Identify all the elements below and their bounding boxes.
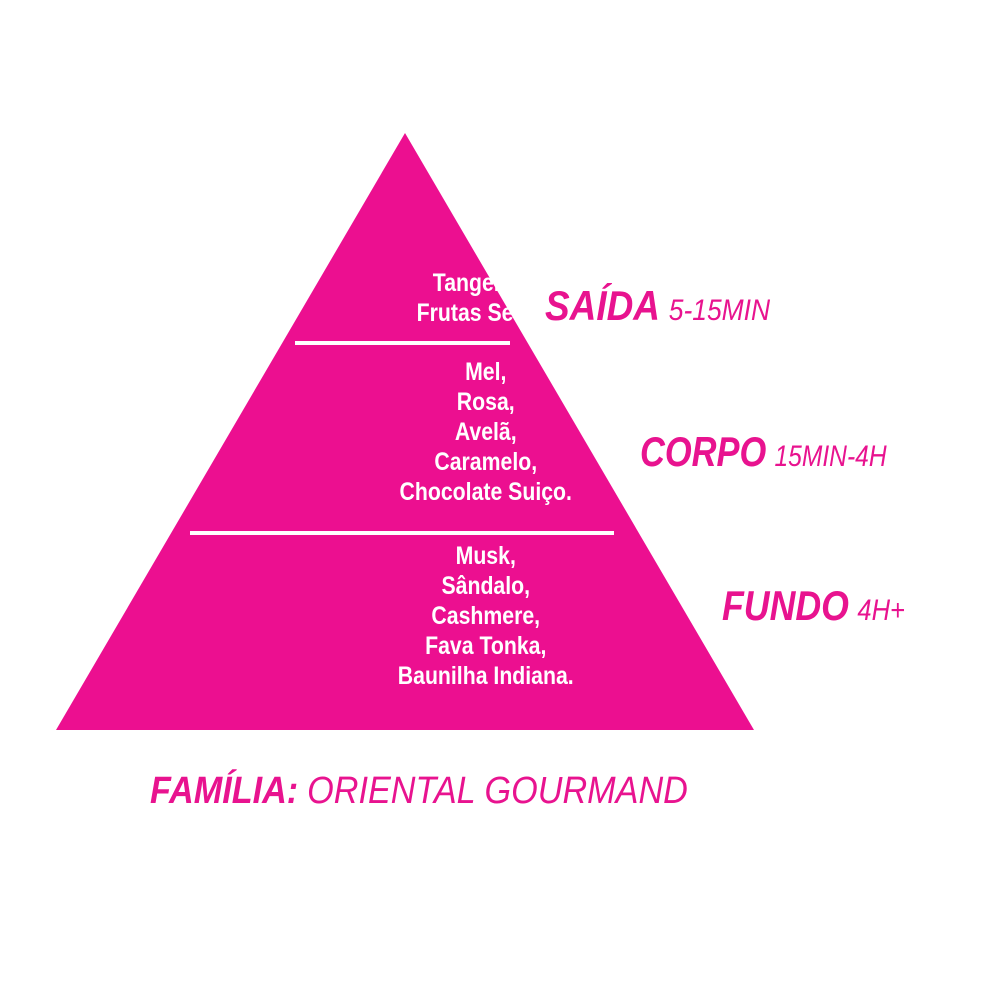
family-line: FAMÍLIA:ORIENTAL GOURMAND <box>150 770 688 813</box>
family-value: ORIENTAL GOURMAND <box>307 770 688 812</box>
note-item: Cashmere, <box>431 602 541 630</box>
pyramid-shape <box>56 133 754 730</box>
tier-name: SAÍDA <box>545 282 661 329</box>
family-label: FAMÍLIA: <box>150 770 299 812</box>
note-item: Mel, <box>465 358 507 386</box>
tier-duration: 5-15MIN <box>668 294 771 327</box>
tier-name: FUNDO <box>722 582 849 629</box>
tier-notes-fundo: Musk, Sândalo, Cashmere, Fava Tonka, Bau… <box>61 541 911 691</box>
note-item: Tangerina, <box>432 269 539 297</box>
tier-duration: 4H+ <box>857 594 905 627</box>
note-item: Sândalo, <box>441 572 531 600</box>
note-item: Fava Tonka, <box>425 632 547 660</box>
tier-notes-saida: Tangerina, Frutas Secas. <box>61 268 911 328</box>
note-item: Chocolate Suiço. <box>399 478 572 506</box>
tier-notes-corpo: Mel, Rosa, Avelã, Caramelo, Chocolate Su… <box>61 357 911 507</box>
note-item: Musk, <box>455 542 516 570</box>
tier-name: CORPO <box>640 428 767 475</box>
tier-duration: 15MIN-4H <box>774 440 887 473</box>
note-item: Rosa, <box>456 388 515 416</box>
note-item: Frutas Secas. <box>416 299 555 327</box>
note-item: Baunilha Indiana. <box>397 662 574 690</box>
note-item: Caramelo, <box>434 448 538 476</box>
note-item: Avelã, <box>454 418 517 446</box>
